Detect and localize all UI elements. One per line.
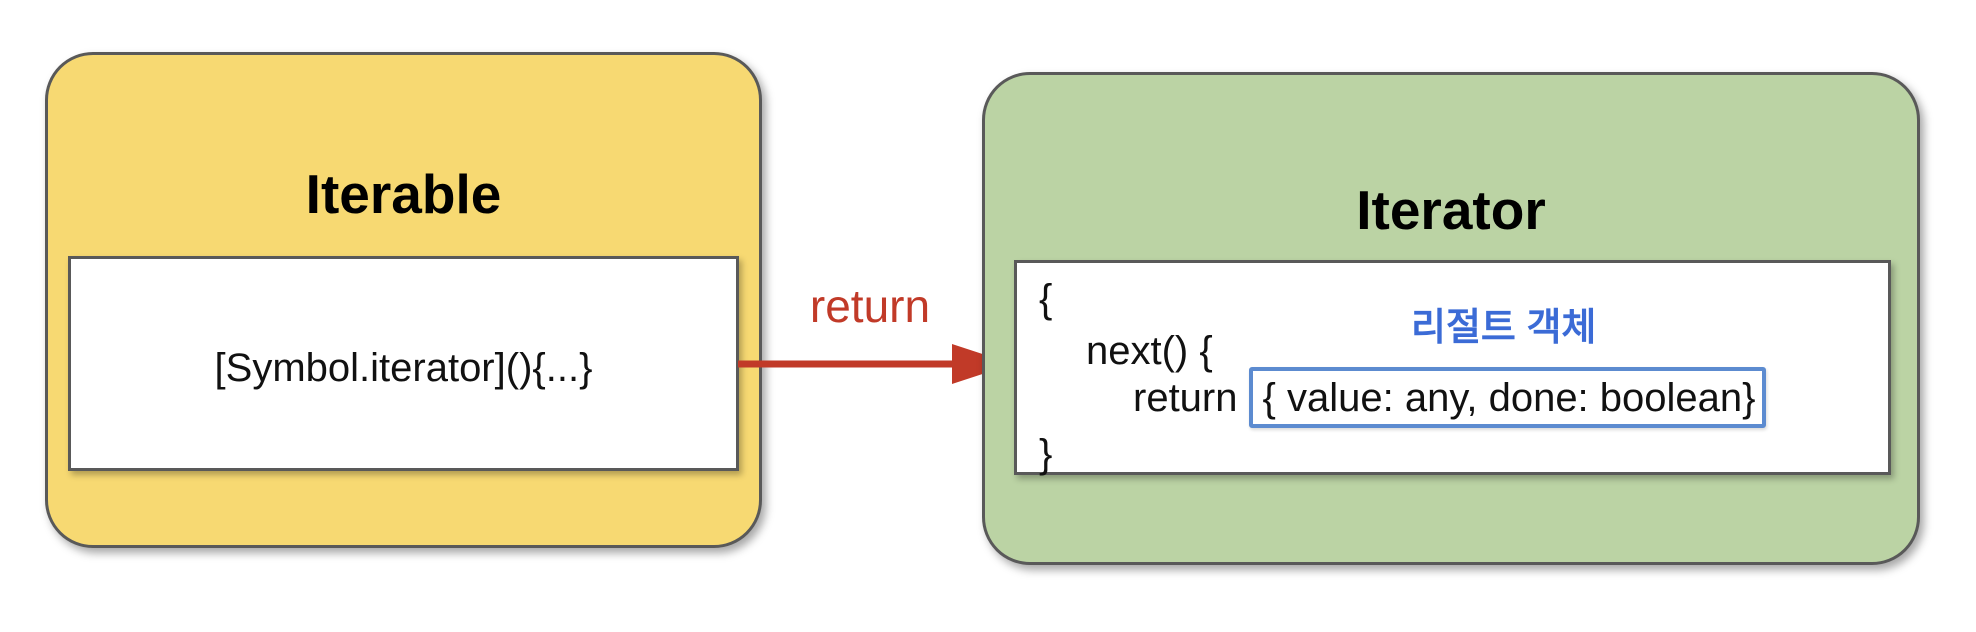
iterable-method-box: [Symbol.iterator](){...} bbox=[68, 256, 739, 471]
code-close-brace: } bbox=[1039, 432, 1053, 476]
iterable-title: Iterable bbox=[305, 163, 502, 225]
iterable-method-text: [Symbol.iterator](){...} bbox=[214, 346, 593, 390]
return-keyword: return bbox=[1133, 375, 1238, 420]
iterator-box: Iterator { next() { return { value: any,… bbox=[982, 72, 1920, 565]
iterator-code-box: { next() { return { value: any, done: bo… bbox=[1014, 260, 1891, 476]
result-object-text: { value: any, done: boolean} bbox=[1262, 375, 1756, 420]
code-return-line: return { value: any, done: boolean} bbox=[1133, 367, 1766, 428]
result-object-box: { value: any, done: boolean} bbox=[1248, 367, 1766, 428]
code-open-brace: { bbox=[1039, 277, 1053, 321]
iterable-box: Iterable [Symbol.iterator](){...} bbox=[45, 52, 762, 548]
iterator-title: Iterator bbox=[1356, 179, 1546, 241]
result-object-label: 리절트 객체 bbox=[1411, 307, 1597, 349]
return-arrow-label: return bbox=[809, 280, 931, 332]
code-next-line: next() { bbox=[1086, 329, 1213, 373]
